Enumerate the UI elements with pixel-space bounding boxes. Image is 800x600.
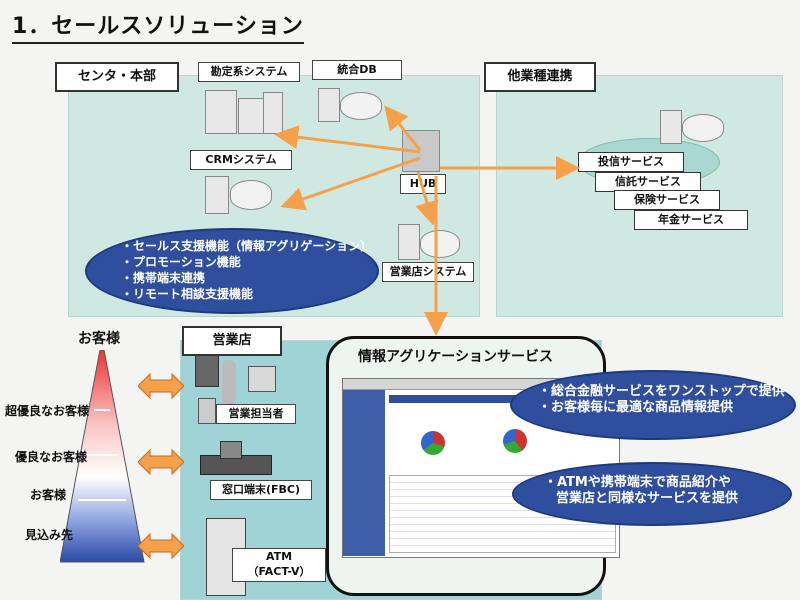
branch-tag: 営業店 [182, 326, 282, 356]
pie-chart-icon [503, 429, 527, 453]
page-title: 1．セールスソリューション [12, 8, 304, 44]
feature-item: ・セールス支援機能（情報アグリゲーション） [121, 239, 373, 253]
atm-label-line1: ATM [265, 550, 293, 563]
tier-label: 超優良なお客様 [5, 404, 90, 418]
crm-label: CRMシステム [190, 150, 292, 170]
screen-titlebar [343, 379, 619, 390]
pie-chart-icon [421, 431, 445, 455]
feature-item: ・プロモーション機能 [121, 255, 241, 269]
info-service-title: 情報アグリケーションサービス [358, 349, 554, 365]
partner-server-icon [660, 110, 682, 144]
service-item: 保険サービス [614, 190, 720, 210]
customer-pyramid [60, 350, 145, 563]
center-tag: センタ・本部 [55, 62, 179, 92]
feature-item: ・携帯端末連携 [121, 271, 206, 285]
accounting-label: 勘定系システム [198, 62, 300, 82]
screen-sidebar [343, 390, 385, 556]
window-monitor-icon [220, 441, 242, 459]
db-server-icon [318, 88, 340, 122]
staff-label: 営業担当者 [216, 404, 296, 424]
crm-drum-icon [230, 180, 272, 210]
integrated-db-label: 統合DB [312, 60, 402, 80]
crm-server-icon [205, 176, 229, 214]
branch-system-label: 営業店システム [382, 262, 474, 282]
tier-label: お客様 [30, 488, 67, 502]
bubble-onestop: ・総合金融サービスをワンストップで提供 ・お客様毎に最適な商品情報提供 [510, 370, 796, 440]
bubble-line: 営業店と同様なサービスを提供 [556, 491, 739, 506]
window-label: 窓口端末(FBC) [210, 480, 312, 500]
atm-label: ATM （FACT-V） [232, 548, 326, 582]
bubble-line: ・お客様毎に最適な商品情報提供 [538, 400, 734, 415]
accounting-server3-icon [263, 92, 283, 134]
service-item: 年金サービス [634, 210, 748, 230]
staff-person-icon [222, 360, 236, 404]
bubble-atm: ・ATMや携帯端末で商品紹介や 営業店と同様なサービスを提供 [512, 462, 792, 526]
partner-drum-icon [682, 114, 724, 142]
accounting-server-icon [205, 90, 237, 134]
partner-tag: 他業種連携 [484, 62, 596, 92]
tier-label: 優良なお客様 [15, 450, 88, 464]
branch-system-drum-icon [420, 230, 460, 258]
atm-label-line2: （FACT-V） [247, 565, 311, 578]
tier-label: 見込み先 [25, 528, 74, 542]
handheld-icon [198, 398, 216, 424]
staff-pc-icon [248, 366, 276, 392]
features-ellipse: ・セールス支援機能（情報アグリゲーション） ・プロモーション機能 ・携帯端末連携… [85, 228, 379, 314]
staff-laptop-icon [195, 355, 219, 387]
screen-header-bar [389, 395, 614, 403]
branch-system-server-icon [398, 224, 420, 260]
feature-item: ・リモート相談支援機能 [121, 287, 254, 301]
db-drum-icon [340, 92, 382, 120]
bubble-line: ・総合金融サービスをワンストップで提供 [538, 384, 785, 399]
channel-arrows [138, 372, 184, 560]
bubble-line: ・ATMや携帯端末で商品紹介や [544, 475, 731, 490]
customers-heading: お客様 [78, 331, 120, 347]
